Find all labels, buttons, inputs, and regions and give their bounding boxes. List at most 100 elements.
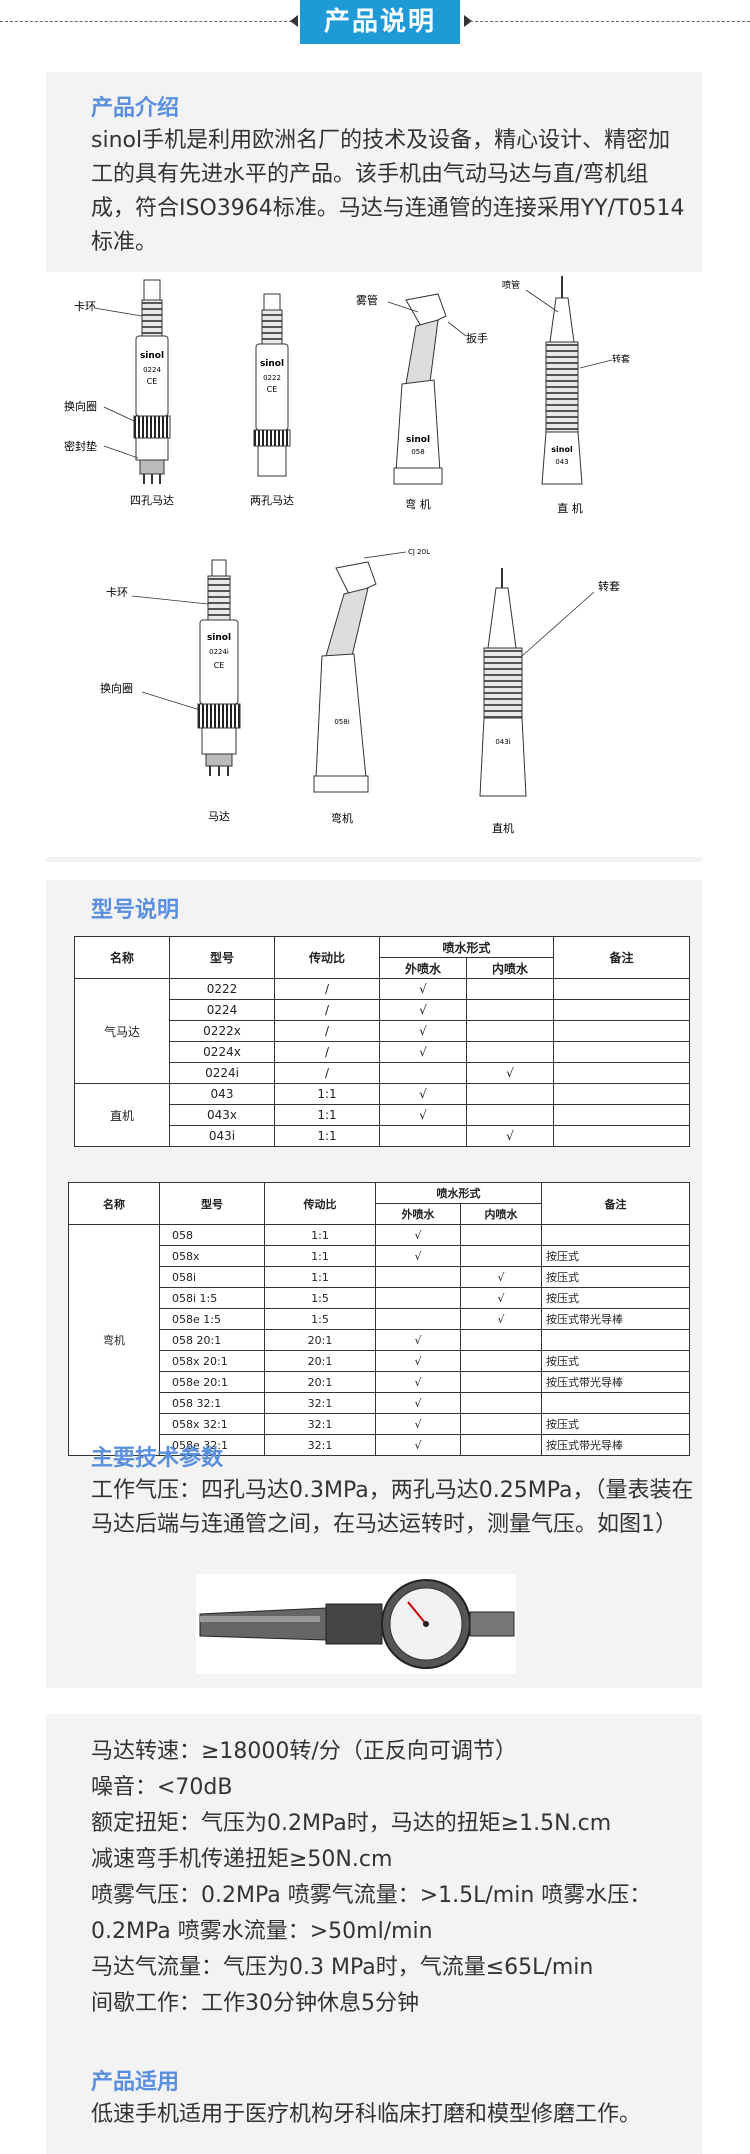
t2-note: 按压式带光导棒 (541, 1371, 690, 1393)
motor4-model: 0224 (143, 366, 161, 374)
t1-outer (379, 1062, 467, 1084)
t1-note (553, 1041, 690, 1063)
t2-inner (460, 1224, 542, 1246)
t2-ratio: 32:1 (264, 1413, 376, 1435)
motor-ce: CE (214, 661, 225, 670)
label-zhuantao: 转套 (612, 353, 630, 365)
label-banshou: 扳手 (466, 331, 488, 345)
two-hole-motor-drawing: sinol 0222 CE (253, 293, 291, 477)
t2-header-ratio: 传动比 (264, 1182, 376, 1225)
pressure-gauge-svg (196, 1574, 516, 1674)
label-kahuan: 卡环 (74, 300, 96, 313)
straight2-model: 043i (495, 738, 510, 746)
model-table-2: 名称 型号 传动比 喷水形式 备注 外喷水 内喷水 弯机 058 1:1 √ 0… (68, 1182, 690, 1456)
motor-model: 0224i (209, 648, 229, 656)
specs-list: 马达转速：≥18000转/分（正反向可调节） 噪音：<70dB 额定扭矩：气压为… (91, 1734, 711, 2022)
t1-model: 0222x (169, 1020, 275, 1042)
product-diagram: sinol 0224 CE 卡环 换向圈 密封垫 四孔马达 sinol 0222… (46, 272, 702, 857)
t1-ratio: 1:1 (274, 1125, 380, 1147)
t2-ratio: 20:1 (264, 1371, 376, 1393)
t1-ratio: / (274, 999, 380, 1021)
t1-outer: √ (379, 1083, 467, 1105)
banner-arrow-left-icon (290, 15, 298, 27)
t1-outer: √ (379, 978, 467, 1000)
t1-header-ratio: 传动比 (274, 936, 380, 979)
spec-line: 马达转速：≥18000转/分（正反向可调节） (91, 1739, 517, 1764)
spec-line: 马达气流量：气压为0.3 MPa时，气流量≤65L/min (91, 1955, 594, 1980)
spec-line: 0.2MPa 喷雾水流量：>50ml/min (91, 1919, 433, 1944)
t2-header-note: 备注 (541, 1182, 690, 1225)
caption-zhiji: 直 机 (557, 501, 583, 515)
t2-header-outer: 外喷水 (375, 1203, 461, 1225)
t1-inner: √ (466, 1062, 554, 1084)
label-huanxiangquan-2: 换向圈 (100, 681, 133, 695)
t2-note: 按压式带光导棒 (541, 1308, 690, 1330)
usage-text: 低速手机适用于医疗机构牙科临床打磨和模型修磨工作。 (91, 2102, 642, 2127)
t2-note: 按压式 (541, 1245, 690, 1267)
t2-outer: √ (375, 1434, 461, 1456)
t2-outer: √ (375, 1371, 461, 1393)
t1-inner (466, 1020, 554, 1042)
t2-outer: √ (375, 1392, 461, 1414)
t1-ratio: / (274, 1020, 380, 1042)
t1-header-name: 名称 (74, 936, 170, 979)
t1-model: 043x (169, 1104, 275, 1126)
table-row: 058x 32:1 32:1 √ 按压式 (69, 1413, 690, 1435)
t1-note (553, 999, 690, 1021)
t1-inner (466, 999, 554, 1021)
table-row: 0224 / √ (75, 999, 690, 1021)
models-panel: 型号说明 齿哒哒 CHI DA DA 名称 型号 传动比 喷水形式 备注 外喷水… (46, 880, 702, 1688)
t1-inner (466, 1041, 554, 1063)
contra2-model: 058i (334, 718, 349, 726)
table-row: 058i 1:5 1:5 √ 按压式 (69, 1287, 690, 1309)
t2-note: 按压式 (541, 1350, 690, 1372)
t2-outer: √ (375, 1329, 461, 1351)
params-heading: 主要技术参数 (91, 1446, 224, 1471)
t2-model: 058x (159, 1245, 265, 1267)
t1-model: 043 (169, 1083, 275, 1105)
motor2-ce: CE (267, 385, 278, 394)
t1-header-outer: 外喷水 (379, 957, 467, 979)
t1-outer: √ (379, 1020, 467, 1042)
t2-header-name: 名称 (68, 1182, 160, 1225)
label-kahuan-2: 卡环 (106, 586, 128, 599)
t2-ratio: 1:1 (264, 1266, 376, 1288)
caption-wanji: 弯 机 (405, 497, 431, 511)
table-row: 058e 1:5 1:5 √ 按压式带光导棒 (69, 1308, 690, 1330)
t2-outer: √ (375, 1245, 461, 1267)
motor4-brand: sinol (140, 351, 164, 361)
label-penguan: 喷管 (502, 279, 520, 291)
t1-ratio: / (274, 1041, 380, 1063)
spec-line: 减速弯手机传递扭矩≥50N.cm (91, 1847, 393, 1872)
label-mifengdian: 密封垫 (64, 439, 97, 453)
straight-model: 043 (555, 458, 568, 466)
t2-inner: √ (460, 1266, 542, 1288)
t2-inner (460, 1392, 542, 1414)
table-row: 0224x / √ (75, 1041, 690, 1063)
t2-inner (460, 1434, 542, 1456)
t1-header-inner: 内喷水 (466, 957, 554, 979)
t1-note (553, 1083, 690, 1105)
t2-inner (460, 1371, 542, 1393)
t1-inner (466, 1083, 554, 1105)
t2-header-inner: 内喷水 (460, 1203, 542, 1225)
table-row: 058e 20:1 20:1 √ 按压式带光导棒 (69, 1371, 690, 1393)
t1-model: 0224i (169, 1062, 275, 1084)
table-row: 043i 1:1 √ (75, 1125, 690, 1147)
t1-header-model: 型号 (169, 936, 275, 979)
t2-inner (460, 1245, 542, 1267)
t2-outer (375, 1266, 461, 1288)
t1-outer: √ (379, 1041, 467, 1063)
t2-outer (375, 1287, 461, 1309)
straight-brand: sinol (551, 445, 573, 454)
spec-line: 间歇工作：工作30分钟休息5分钟 (91, 1991, 419, 2016)
t2-note: 按压式 (541, 1413, 690, 1435)
straight-handpiece-drawing-2: 043i (479, 568, 527, 797)
motor2-brand: sinol (260, 359, 284, 369)
t1-ratio: 1:1 (274, 1104, 380, 1126)
table-row: 058x 1:1 √ 按压式 (69, 1245, 690, 1267)
t2-ratio: 1:5 (264, 1287, 376, 1309)
spec-line: 噪音：<70dB (91, 1775, 233, 1800)
t2-ratio: 32:1 (264, 1434, 376, 1456)
t1-note (553, 1020, 690, 1042)
